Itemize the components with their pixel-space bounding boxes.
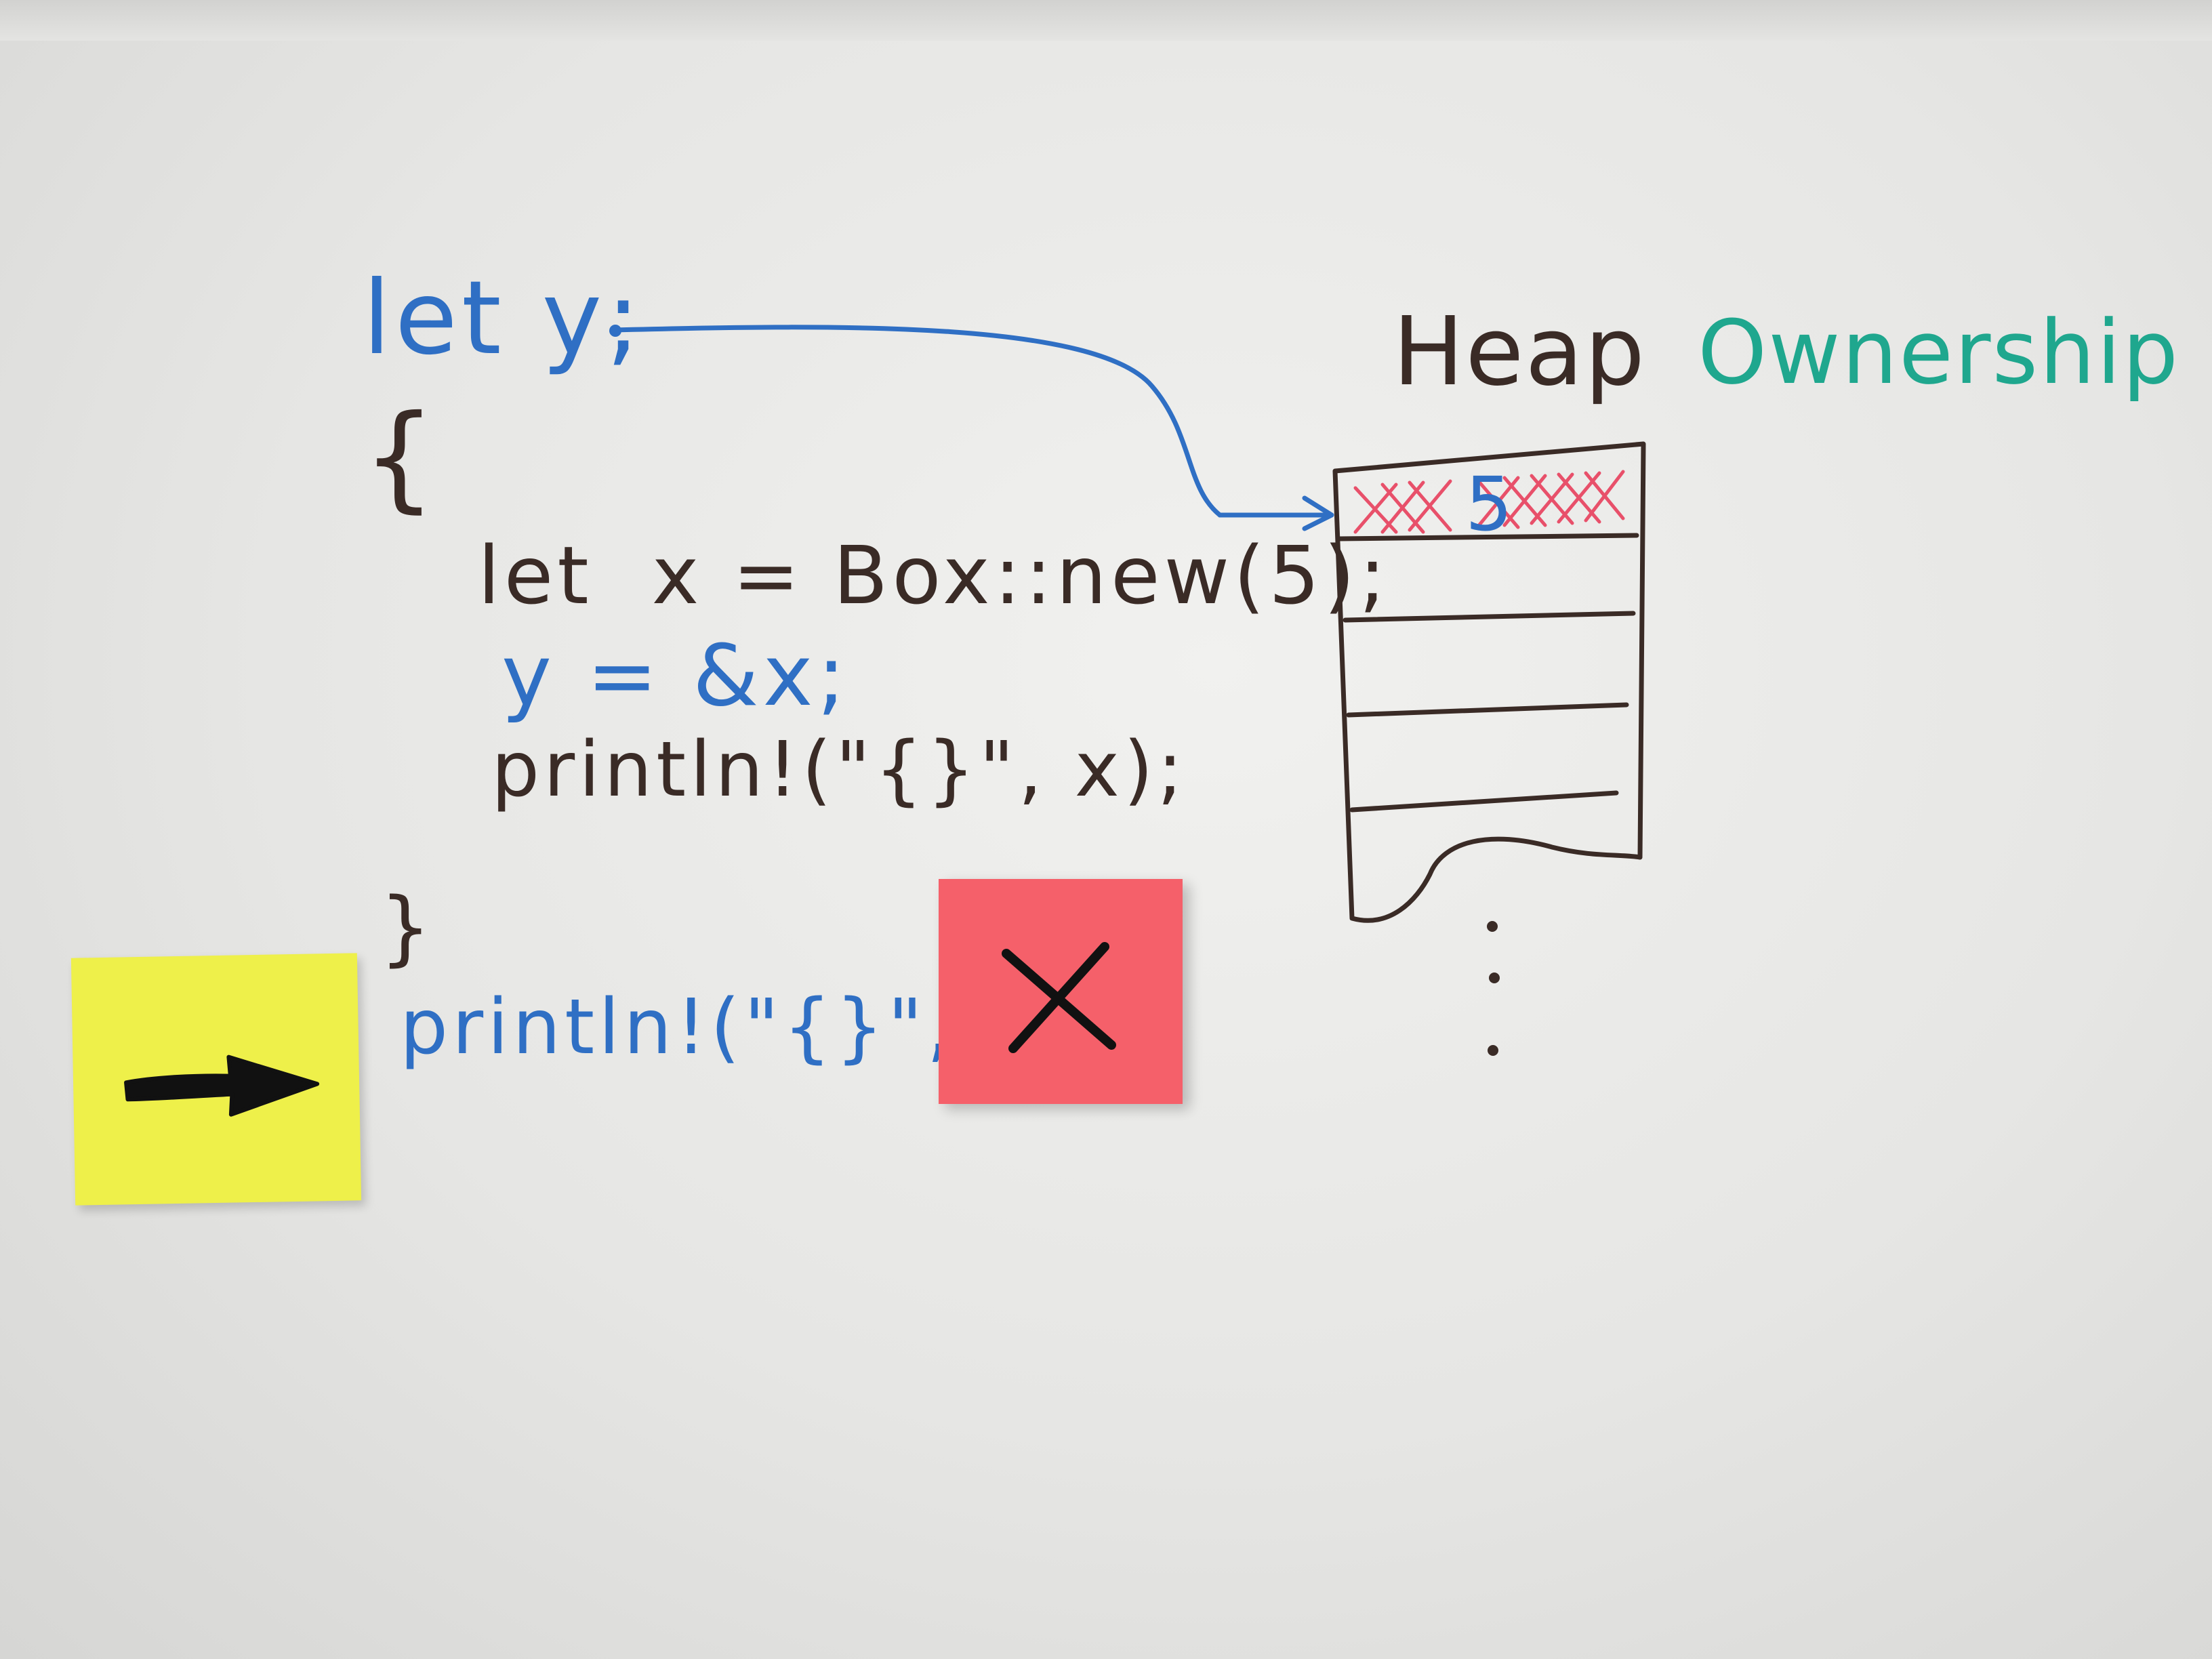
code-line-println-x: println!("{}", x); (491, 726, 1187, 814)
red-sticky-note (939, 879, 1183, 1104)
reference-arrow-head (1302, 495, 1334, 531)
board-top-edge (0, 0, 2212, 41)
heap-continuation-dot-2 (1489, 972, 1500, 983)
heap-title: Heap (1393, 297, 1647, 407)
heap-row-divider-1 (1336, 533, 1639, 541)
heap-continuation-dot-1 (1487, 921, 1498, 932)
code-line-y-assign: y = &x; (501, 627, 850, 725)
code-line-let-x: let x = Box::new(5); (478, 529, 1391, 622)
topic-title: Ownership (1698, 301, 2180, 404)
code-line-let-y: let y; (363, 260, 644, 377)
reference-arrow-line (611, 325, 1331, 518)
arrow-right-icon (124, 1054, 320, 1117)
heap-row-divider-3 (1346, 702, 1629, 718)
code-close-brace: } (380, 881, 436, 975)
reference-arrow-origin-dot (609, 325, 621, 337)
heap-continuation-dot-3 (1488, 1045, 1498, 1056)
yellow-sticky-note (70, 953, 362, 1206)
x-mark-icon (1002, 942, 1116, 1053)
heap-row-divider-2 (1343, 611, 1636, 623)
heap-cell-value: 5 (1465, 461, 1513, 548)
heap-cell-crosshatch (1353, 470, 1625, 534)
heap-outline (1332, 441, 1646, 923)
heap-row-divider-4 (1349, 790, 1619, 813)
code-open-brace: { (363, 390, 441, 525)
heap-diagram (1332, 441, 1646, 923)
